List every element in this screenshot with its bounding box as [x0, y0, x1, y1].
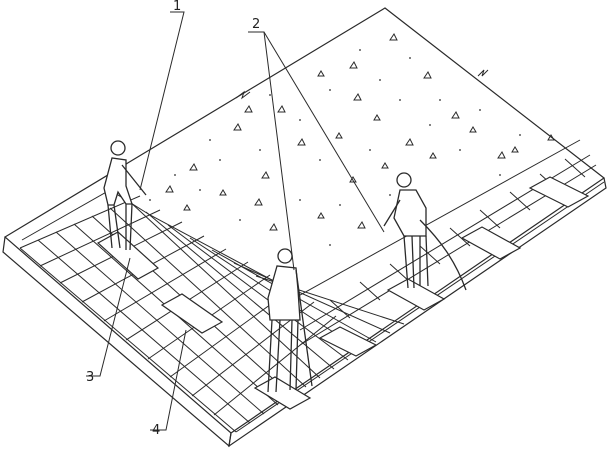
slab-top-surface — [3, 7, 606, 434]
callout-4: 4 — [152, 423, 160, 438]
callout-2: 2 — [252, 17, 260, 32]
leader-4 — [150, 329, 187, 431]
worker-left-head — [110, 140, 126, 156]
worker-front-legs — [267, 319, 299, 393]
leader-2b — [263, 31, 385, 233]
aggregate-triangles — [165, 33, 555, 231]
break-mark-right — [477, 69, 489, 77]
board-mid-right — [318, 326, 378, 357]
break-mark-left — [235, 90, 251, 100]
worker-front — [267, 248, 313, 393]
board-right-worker — [386, 278, 446, 311]
worker-front-tool — [295, 269, 313, 387]
leader-lines — [86, 11, 385, 431]
callout-1: 1 — [173, 0, 181, 14]
kneeling-boards — [96, 176, 590, 410]
worker-right-arm — [383, 199, 401, 227]
board-center — [160, 293, 224, 334]
callout-numbers: 1 2 3 4 — [86, 0, 260, 438]
worker-left — [103, 140, 147, 251]
worker-front-body — [267, 265, 301, 321]
board-right-2 — [528, 176, 590, 208]
worker-left-arm — [121, 164, 147, 196]
worker-left-legs — [107, 203, 133, 251]
leader-1 — [139, 11, 185, 191]
slab-right-edge — [228, 177, 607, 448]
aggregate-dots — [149, 49, 521, 251]
worker-right-head — [396, 172, 412, 188]
leader-3 — [86, 257, 131, 377]
worker-front-head — [277, 248, 293, 264]
worker-right — [383, 172, 467, 291]
fresh-concrete-texture — [149, 33, 555, 251]
callout-3: 3 — [86, 370, 94, 385]
worker-right-hose — [419, 219, 467, 291]
worker-right-legs — [403, 235, 429, 289]
board-right-1 — [460, 226, 522, 260]
